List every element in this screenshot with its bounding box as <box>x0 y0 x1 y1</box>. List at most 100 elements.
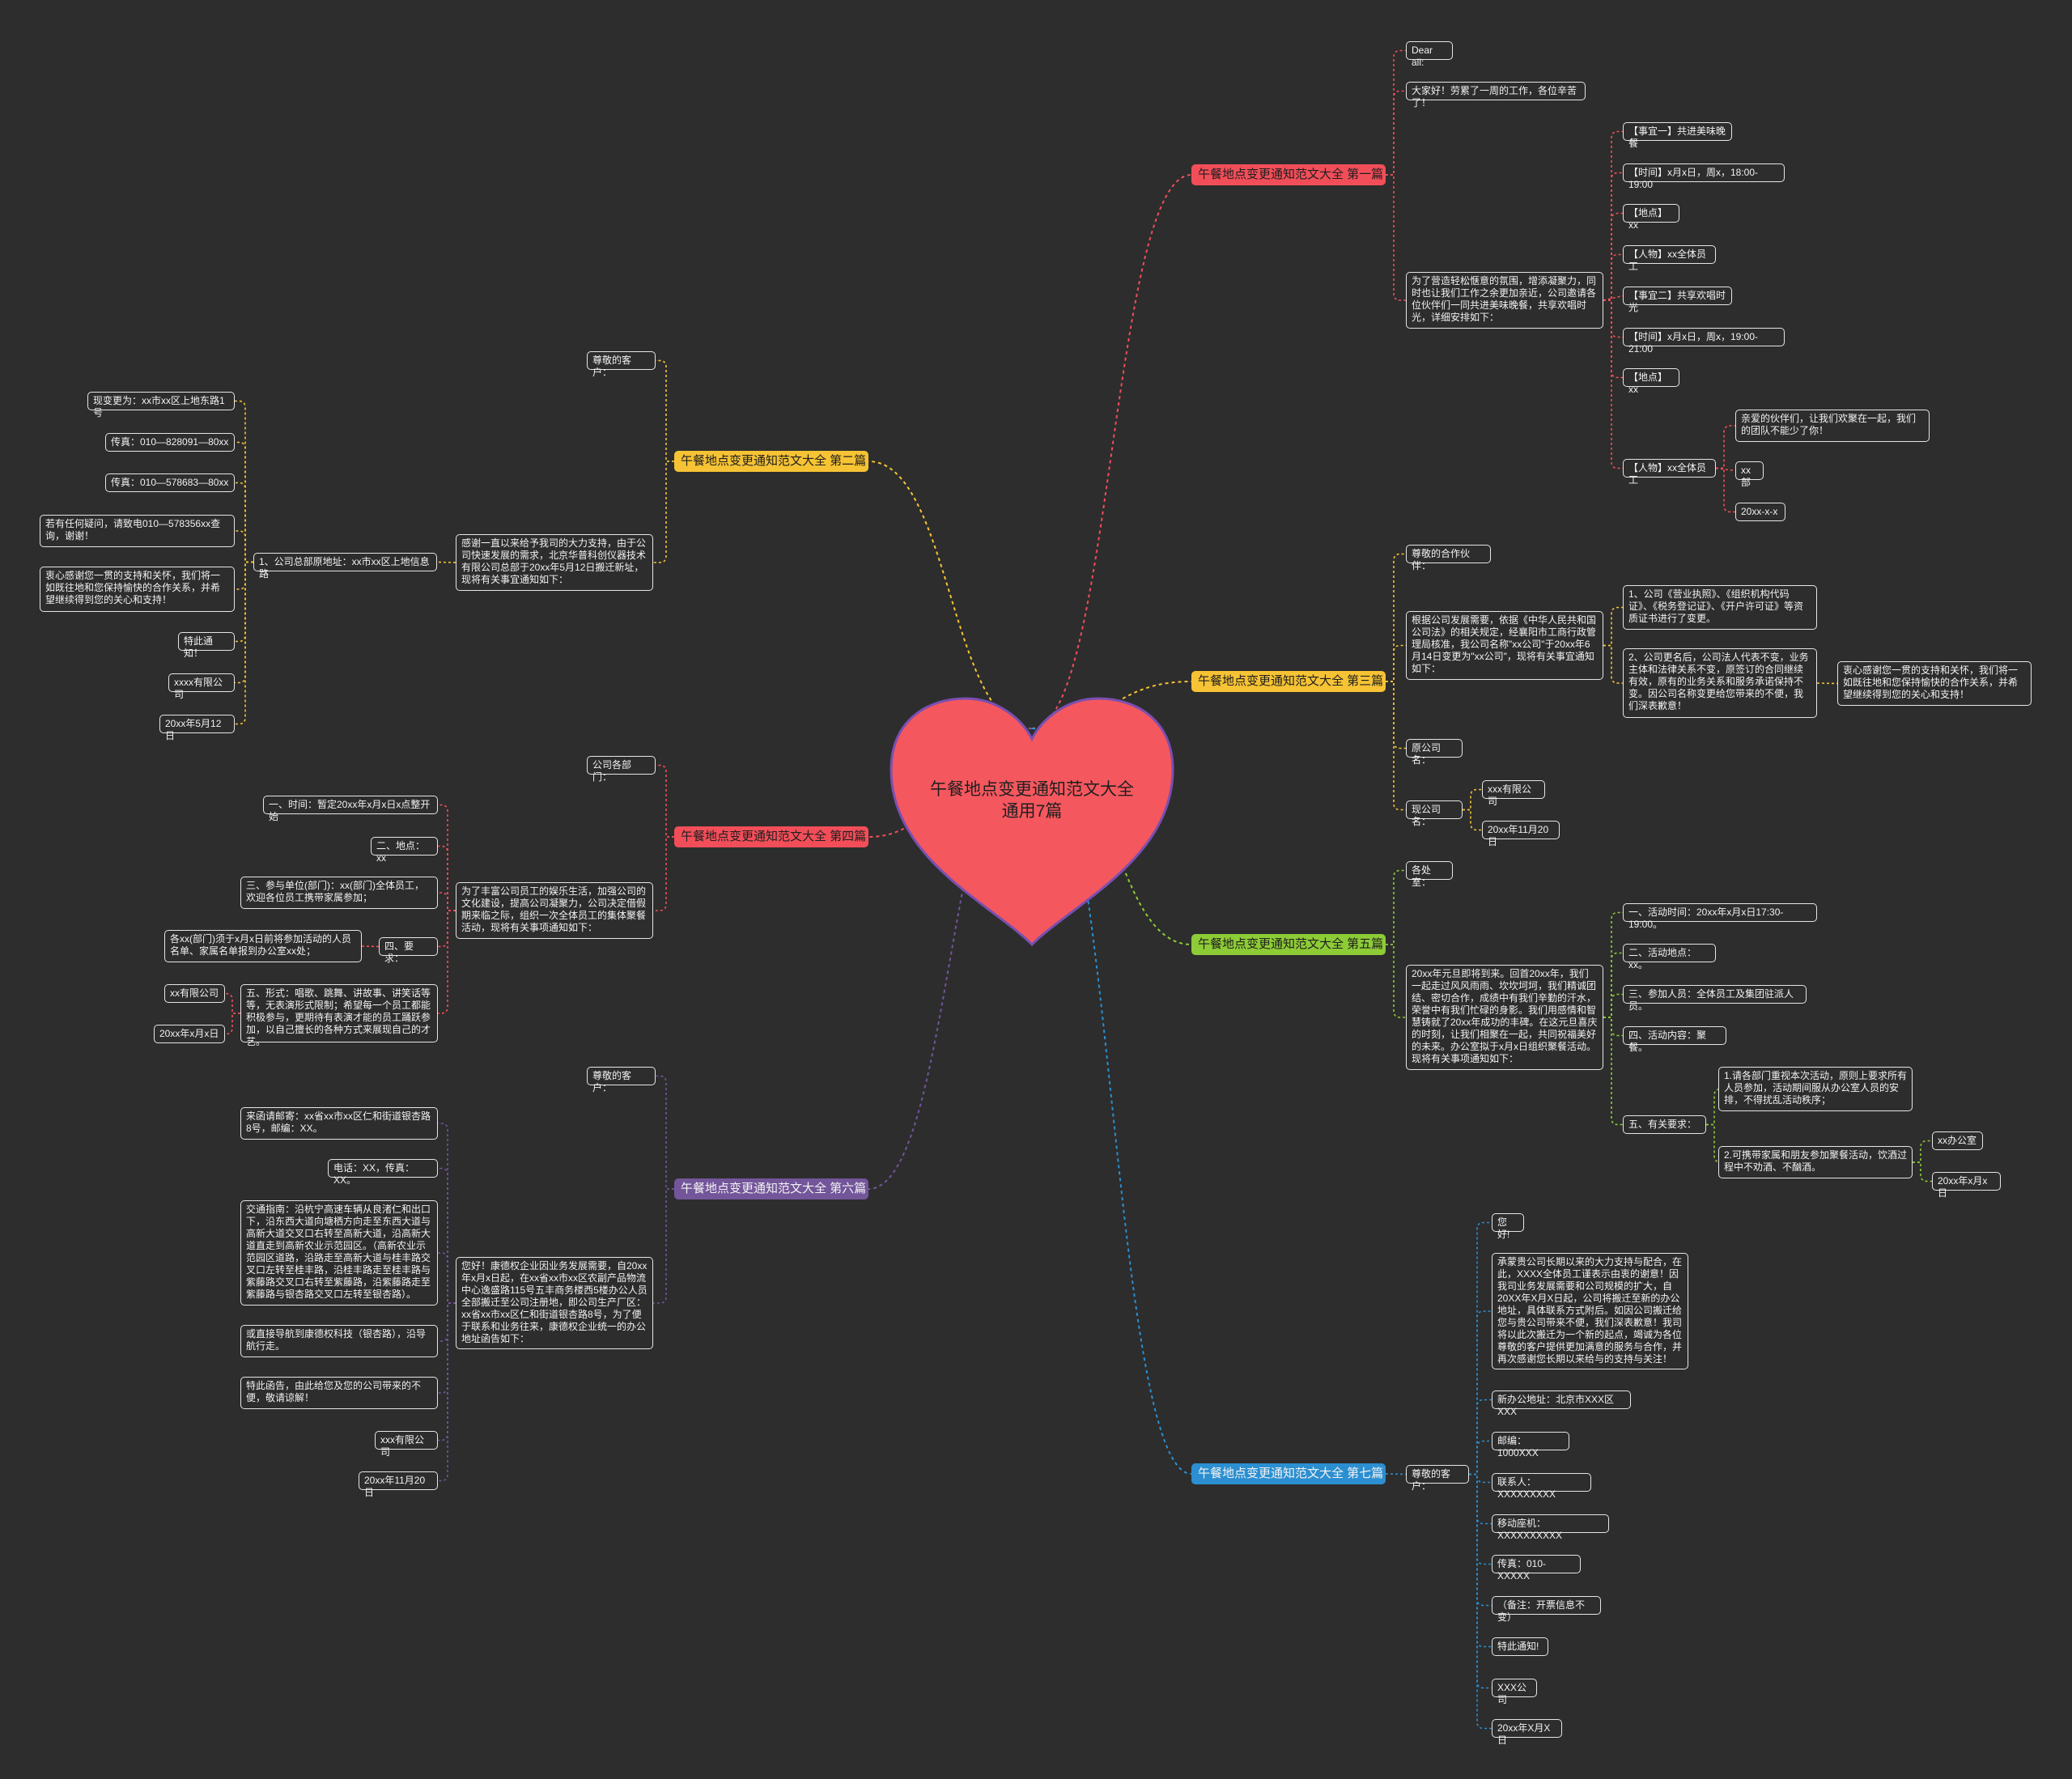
b5-place[interactable]: 二、活动地点：xx。 <box>1623 944 1716 970</box>
b7-notice[interactable]: 特此通知! <box>1492 1637 1548 1656</box>
connector-line <box>235 400 253 563</box>
branch-5[interactable]: 午餐地点变更通知范文大全 第五篇 <box>1191 934 1386 955</box>
b1-closing[interactable]: 亲爱的伙伴们，让我们欢聚在一起，我们的团队不能少了你！ <box>1735 410 1930 442</box>
connector-line <box>1913 1140 1932 1163</box>
b6-date[interactable]: 20xx年11月20日 <box>359 1471 438 1498</box>
b7-fax[interactable]: 传真：010-XXXXX <box>1492 1555 1581 1582</box>
b4-participants[interactable]: 三、参与单位(部门)：xx(部门)全体员工，欢迎各位员工携带家属参加； <box>240 877 438 909</box>
b7-date[interactable]: 20xx年X月X日 <box>1492 1719 1562 1746</box>
b1-intro[interactable]: 为了营造轻松惬意的氛围，增添凝聚力，同时也让我们工作之余更加亲近，公司邀请各位伙… <box>1406 272 1603 329</box>
b1-dept[interactable]: xx部 <box>1735 461 1764 488</box>
b6-phone-fax[interactable]: 电话：XX，传真：XX。 <box>328 1159 438 1186</box>
b5-req1[interactable]: 1.请各部门重视本次活动，原则上要求所有人员参加，活动期间服从办公室人员的安排，… <box>1718 1067 1913 1111</box>
connector-line <box>1469 1473 1492 1648</box>
connector-line <box>225 992 240 1014</box>
b1-time2[interactable]: 【时间】x月x日，周x，19:00-21:00 <box>1623 328 1785 355</box>
b5-req2[interactable]: 2.可携带家属和朋友参加聚餐活动，饮酒过程中不劝酒、不酗酒。 <box>1718 1146 1913 1178</box>
b5-salutation[interactable]: 各处室： <box>1406 861 1453 888</box>
b2-inquiry[interactable]: 若有任何疑问，请致电010—578356xx查询，谢谢！ <box>40 515 235 547</box>
connector-line <box>438 1302 456 1441</box>
b1-place2[interactable]: 【地点】xx <box>1623 368 1679 395</box>
b3-thanks[interactable]: 衷心感谢您一贯的支持和关怀，我们将一如既往地和您保持愉快的合作关系，并希望继续得… <box>1837 661 2032 706</box>
b7-contact[interactable]: 联系人：XXXXXXXXX <box>1492 1473 1591 1500</box>
connector-line <box>361 945 380 948</box>
b3-item2[interactable]: 2、公司更名后，公司法人代表不变，业务主体和法律关系不变，原签订的合同继续有效，… <box>1623 648 1817 718</box>
b2-old-address[interactable]: 1、公司总部原地址：xx市xx区上地信息路 <box>253 553 437 580</box>
branch-1[interactable]: 午餐地点变更通知范文大全 第一篇 <box>1191 164 1386 185</box>
connector-line <box>656 1075 674 1190</box>
b5-body[interactable]: 20xx年元旦即将到来。回首20xx年，我们一起走过风风雨雨、坎坎坷坷，我们精诚… <box>1406 965 1603 1070</box>
b7-body[interactable]: 承蒙贵公司长期以来的大力支持与配合，在此，XXXX全体员工谨表示由衷的谢意！因我… <box>1492 1253 1688 1369</box>
b1-dear-all[interactable]: Dear all: <box>1406 41 1453 68</box>
b7-note[interactable]: （备注：开票信息不变） <box>1492 1596 1601 1623</box>
b2-date[interactable]: 20xx年5月12日 <box>159 715 235 741</box>
b6-company[interactable]: xxx有限公司 <box>375 1431 438 1458</box>
b3-salutation[interactable]: 尊敬的合作伙伴： <box>1406 545 1491 571</box>
b2-new-address[interactable]: 现变更为：xx市xx区上地东路1号 <box>87 392 235 418</box>
b2-body[interactable]: 感谢一直以来给予我司的大力支持，由于公司快速发展的需求，北京华普科创仪器技术有限… <box>456 534 653 591</box>
b6-salutation[interactable]: 尊敬的客户： <box>587 1067 656 1093</box>
branch-2[interactable]: 午餐地点变更通知范文大全 第二篇 <box>674 451 868 472</box>
connector-line <box>1603 253 1623 301</box>
b4-place[interactable]: 二、地点：xx <box>371 837 438 864</box>
b3-body[interactable]: 根据公司发展需要，依据《中华人民共和国公司法》的相关规定，经襄阳市工商行政管理局… <box>1406 611 1603 680</box>
b1-event2[interactable]: 【事宜二】共享欢唱时光 <box>1623 287 1732 313</box>
b1-event1[interactable]: 【事宜一】共进美味晚餐 <box>1623 122 1732 149</box>
b7-landline[interactable]: 移动座机：XXXXXXXXXX <box>1492 1514 1609 1541</box>
b7-hello[interactable]: 您好! <box>1492 1213 1524 1240</box>
b4-salutation[interactable]: 公司各部门： <box>587 756 656 783</box>
connector-line <box>1603 1017 1623 1037</box>
b5-office[interactable]: xx办公室 <box>1932 1132 1983 1150</box>
b7-company[interactable]: XXX公司 <box>1492 1679 1537 1705</box>
b1-place1[interactable]: 【地点】xx <box>1623 204 1679 231</box>
b6-apology[interactable]: 特此函告，由此给您及您的公司带来的不便，敬请谅解！ <box>240 1377 438 1409</box>
b3-company[interactable]: xxx有限公司 <box>1482 780 1545 807</box>
b7-postcode[interactable]: 邮编：1000XXX <box>1492 1432 1569 1458</box>
b3-old-name[interactable]: 原公司名： <box>1406 739 1463 766</box>
b3-item1[interactable]: 1、公司《营业执照》、《组织机构代码证》、《税务登记证》、《开户许可证》等资质证… <box>1623 585 1817 630</box>
b7-salutation[interactable]: 尊敬的客户： <box>1406 1465 1469 1492</box>
b7-new-address[interactable]: 新办公地址：北京市XXX区XXX <box>1492 1391 1631 1417</box>
b3-date[interactable]: 20xx年11月20日 <box>1482 821 1560 847</box>
b4-company[interactable]: xx有限公司 <box>164 984 225 1003</box>
connector-line <box>1603 1017 1623 1126</box>
b5-participants[interactable]: 三、参加人员：全体员工及集团驻派人员。 <box>1623 985 1807 1012</box>
b1-people2[interactable]: 【人物】xx全体员工 <box>1623 459 1716 486</box>
branch-connector <box>1031 174 1192 729</box>
b5-date[interactable]: 20xx年x月x日 <box>1932 1172 2001 1199</box>
connector-line <box>1386 644 1406 682</box>
connector-line <box>1603 172 1623 301</box>
b2-fax1[interactable]: 传真：010—828091—80xx <box>105 433 235 452</box>
branch-4[interactable]: 午餐地点变更通知范文大全 第四篇 <box>674 826 868 847</box>
b2-notice[interactable]: 特此通知！ <box>178 632 235 659</box>
b4-body[interactable]: 为了丰富公司员工的娱乐生活，加强公司的文化建设，提高公司凝聚力，公司决定借假期来… <box>456 882 653 939</box>
b2-thanks[interactable]: 衷心感谢您一贯的支持和关怀，我们将一如既往地和您保持愉快的合作关系，并希望继续得… <box>40 567 235 612</box>
b4-requirements[interactable]: 四、要求： <box>379 937 438 964</box>
b2-salutation[interactable]: 尊敬的客户： <box>587 351 656 378</box>
b2-fax2[interactable]: 传真：010—578683—80xx <box>105 473 235 492</box>
b6-mail-address[interactable]: 来函请邮寄：xx省xx市xx区仁和街道银杏路8号，邮编：XX。 <box>240 1107 438 1140</box>
b2-company[interactable]: xxxx有限公司 <box>168 673 235 700</box>
root-title[interactable]: 午餐地点变更通知范文大全通用7篇 <box>930 780 1134 821</box>
b4-time[interactable]: 一、时间：暂定20xx年x月x日x点整开始 <box>263 796 438 822</box>
b6-body[interactable]: 您好！康德权企业因业务发展需要，自20xx年x月x日起，在xx省xx市xx区农副… <box>456 1257 653 1349</box>
b5-time[interactable]: 一、活动时间：20xx年x月x日17:30-19:00。 <box>1623 903 1817 930</box>
connector-line <box>1386 869 1406 945</box>
b3-new-name[interactable]: 现公司名： <box>1406 800 1463 827</box>
b6-navigation[interactable]: 或直接导航到康德权科技（银杏路），沿导航行走。 <box>240 1325 438 1357</box>
b1-time1[interactable]: 【时间】x月x日，周x，18:00-19:00 <box>1623 163 1785 190</box>
connector-line <box>235 530 253 563</box>
b4-format[interactable]: 五、形式：唱歌、跳舞、讲故事、讲笑话等等，无表演形式限制；希望每一个员工都能积极… <box>240 984 438 1047</box>
connector-line <box>235 482 253 563</box>
b1-people1[interactable]: 【人物】xx全体员工 <box>1623 245 1716 272</box>
b6-traffic-guide[interactable]: 交通指南：沿杭宁高速车辆从良渚仁和出口下，沿东西大道向塘栖方向走至东西大道与高新… <box>240 1200 438 1306</box>
b4-date[interactable]: 20xx年x月x日 <box>154 1025 225 1043</box>
b1-date[interactable]: 20xx-x-x <box>1735 503 1785 521</box>
branch-7[interactable]: 午餐地点变更通知范文大全 第七篇 <box>1191 1463 1386 1484</box>
branch-3[interactable]: 午餐地点变更通知范文大全 第三篇 <box>1191 671 1386 692</box>
b1-greeting[interactable]: 大家好！劳累了一周的工作，各位辛苦了！ <box>1406 82 1586 108</box>
b5-content[interactable]: 四、活动内容：聚餐。 <box>1623 1026 1726 1053</box>
b4-requirement-detail[interactable]: 各xx(部门)须于x月x日前将参加活动的人员名单、家属名单报到办公室xx处； <box>164 930 362 962</box>
branch-6[interactable]: 午餐地点变更通知范文大全 第六篇 <box>674 1178 868 1199</box>
b5-requirements[interactable]: 五、有关要求： <box>1623 1115 1706 1134</box>
